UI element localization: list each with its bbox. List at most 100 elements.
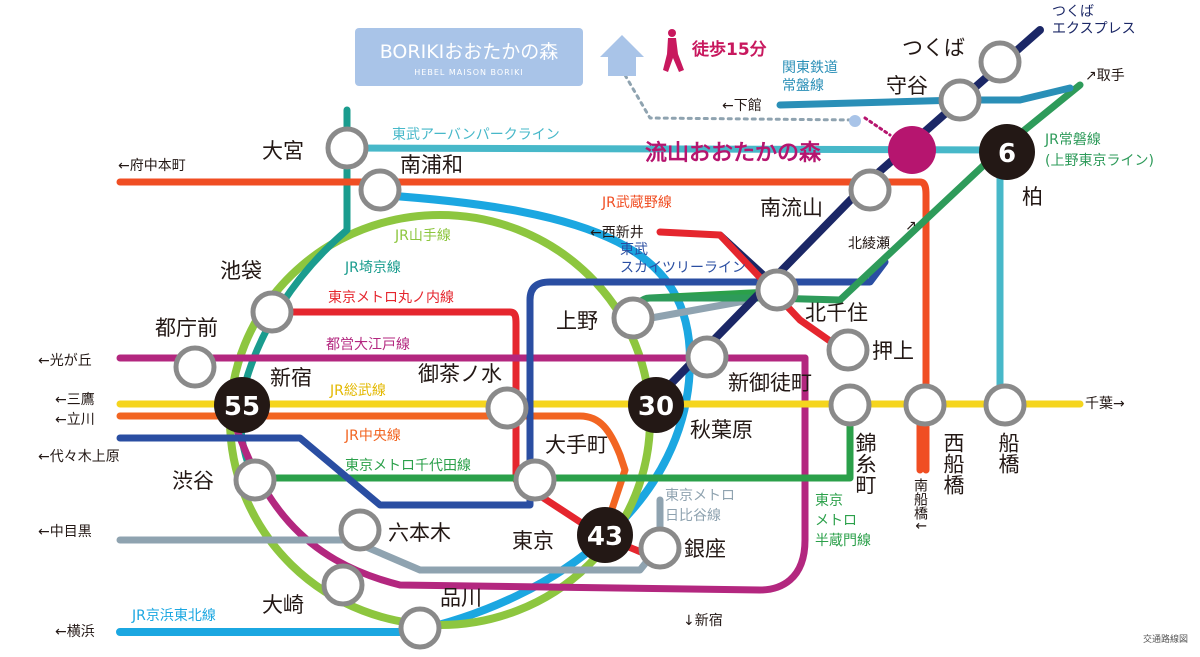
station-minamiurawa [358,168,402,212]
station-shinokachimachi [685,335,729,379]
station-shibuya [233,458,277,502]
label-funabashi: 船橋 [996,432,1020,474]
station-tochomae [173,345,217,389]
station-ginza [638,526,682,570]
station-kitasenju [755,268,799,312]
label-roppongi: 六本木 [388,521,451,545]
house-icon [600,35,644,76]
label-tokyo: 東京 [512,529,554,553]
line-label-skytree-1: 東武 [620,242,648,258]
station-osaki [321,563,365,607]
dir-nishiarai: ←西新井 [590,225,644,241]
label-ueno: 上野 [556,309,598,333]
dir-yoyogiuehara: ←代々木上原 [38,449,120,465]
station-nishifunabashi [903,383,947,427]
label-osaki: 大崎 [262,593,304,617]
dir-chiba: 千葉→ [1085,396,1125,412]
label-tsukuba: つくば [902,36,965,60]
label-oshiage: 押上 [872,339,914,363]
station-roppongi [338,508,382,552]
station-ochanomizu [485,386,529,430]
line-label-yamanote: JR山手線 [394,228,451,244]
label-tochomae: 都庁前 [155,316,218,340]
dir-shinjuku-down: ↓新宿 [683,612,723,629]
badge-akihabara-text: 30 [638,392,674,422]
dir-tachikawa: ←立川 [55,412,95,428]
dir-minamifunabashi: 南船橋↓ [912,478,928,532]
line-label-tsukuba-express-2: エクスプレス [1052,21,1136,37]
label-ginza: 銀座 [684,537,726,561]
station-shinagawa [398,606,442,650]
label-moriya: 守谷 [886,74,928,98]
label-ochanomizu: 御茶ノ水 [418,362,502,386]
line-label-hanzomon-3: 半蔵門線 [815,533,871,549]
dir-shimodate: ←下館 [722,97,762,114]
badge-kashiwa-text: 6 [998,139,1016,169]
dir-hikarigaoka: ←光が丘 [38,353,92,369]
dir-yokohama: ←横浜 [55,624,95,640]
line-hanzomon [116,258,889,509]
label-omiya: 大宮 [262,139,304,163]
line-label-skytree-2: スカイツリーライン [620,260,746,276]
label-akihabara: 秋葉原 [690,418,753,442]
brand-sub: HEBEL MAISON BORIKI [414,68,523,77]
line-label-tsukuba-express-1: つくば [1052,4,1094,20]
station-ikebukuro [250,290,294,334]
highlight-station-marker [888,126,936,174]
label-shinjuku: 新宿 [270,366,312,390]
line-label-keihin-tohoku: JR京浜東北線 [131,608,216,624]
line-label-joban-2: (上野東京ライン) [1045,153,1154,169]
label-nishifunabashi: 西船橋 [941,432,965,495]
station-omiya [325,126,369,170]
walk-text: 徒歩15分 [691,39,767,60]
label-kitasenju: 北千住 [805,301,868,325]
label-shinokachimachi: 新御徒町 [728,371,812,395]
line-label-musashino: JR武蔵野線 [601,195,672,211]
label-kinshicho: 錦糸町 [853,432,877,495]
station-tsukuba [978,40,1022,84]
line-label-hibiya-2: 日比谷線 [665,508,721,524]
dir-nakameguro: ←中目黒 [38,524,92,540]
dir-fuchuhoncho: ←府中本町 [118,158,186,174]
badge-tokyo [577,507,633,563]
label-minamiurawa: 南浦和 [400,153,463,177]
label-otemachi: 大手町 [545,433,608,457]
line-musashino [116,178,930,474]
label-shinagawa: 品川 [440,586,482,610]
badge-akihabara [628,377,684,433]
line-label-kanto-2: 常盤線 [782,78,824,94]
line-label-saikyo: JR埼京線 [344,260,401,276]
badge-shinjuku-text: 55 [224,392,260,422]
brand-name: BORIKIおおたかの森 [380,41,559,63]
line-label-hanzomon-1: 東京 [815,493,843,509]
station-minaminagareyama [848,168,892,212]
station-kinshicho [828,383,872,427]
station-oshiage [826,328,870,372]
label-shibuya: 渋谷 [172,469,214,493]
line-label-chuo: JR中央線 [344,428,401,444]
line-marunouchi [266,308,664,564]
walking-person-icon [663,29,684,72]
label-minaminagareyama: 南流山 [760,196,823,220]
line-label-tobu-urban: 東武アーバンパークライン [392,127,560,143]
label-ikebukuro: 池袋 [220,259,262,283]
dir-kitaayase-arrow: ↗ [905,218,917,234]
badge-kashiwa [979,124,1035,180]
footer-credit: 交通路線図 [1143,633,1188,645]
line-label-joban-1: JR常磐線 [1044,132,1101,148]
badge-tokyo-text: 43 [587,522,623,552]
line-label-sobu: JR総武線 [329,383,386,399]
line-label-kanto-1: 関東鉄道 [782,60,838,76]
line-label-oedo: 都営大江戸線 [326,337,410,353]
line-label-marunouchi: 東京メトロ丸ノ内線 [328,290,454,306]
highlight-station-name: 流山おおたかの森 [645,140,822,166]
walk-origin-dot [849,115,861,127]
station-ueno [611,296,655,340]
line-kanto [776,84,1074,109]
brand-box [355,28,583,86]
station-moriya [938,78,982,122]
dir-mitaka: ←三鷹 [55,392,95,408]
line-label-hibiya-1: 東京メトロ [665,488,735,504]
dir-toride: ↗取手 [1085,68,1125,84]
